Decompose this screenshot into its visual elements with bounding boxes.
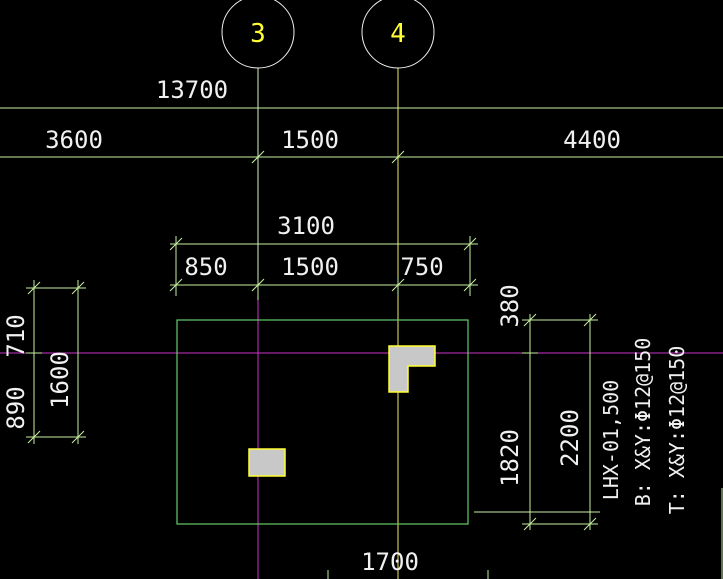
grid-bubble-3[interactable]: 3: [221, 0, 295, 69]
dim-right-380: 380: [496, 284, 524, 327]
dim-top-4400: 4400: [563, 126, 621, 154]
dim-footing-total: 3100: [277, 212, 335, 240]
column-square[interactable]: [248, 448, 286, 477]
dim-footing-1500: 1500: [281, 253, 339, 281]
dim-footing-lines: [169, 236, 478, 296]
dim-right-lines: [474, 313, 723, 579]
dim-ticks-top-row: [251, 150, 405, 164]
dim-footing-850: 850: [184, 253, 227, 281]
footing-bottom-rebar-label: B: X&Y:Φ12@150: [631, 338, 655, 507]
dim-left-lines: [26, 280, 86, 444]
footing-name-label: LHX-01,500: [599, 380, 623, 500]
dim-overall-top: 13700: [156, 76, 228, 104]
grid-bubble-4[interactable]: 4: [361, 0, 435, 69]
dim-top-3600: 3600: [45, 126, 103, 154]
column-l-shape[interactable]: [388, 345, 436, 393]
dim-left-1600: 1600: [46, 351, 74, 409]
dim-top-1500: 1500: [281, 126, 339, 154]
dim-left-710: 710: [2, 314, 30, 357]
dim-bottom-ticks: [327, 570, 489, 579]
footing-outline[interactable]: [176, 319, 469, 525]
dim-bottom-1700: 1700: [361, 548, 419, 576]
grid-bubble-label: 4: [390, 19, 406, 49]
grid-bubble-label: 3: [250, 19, 266, 49]
dim-right-1820: 1820: [496, 429, 524, 487]
footing-top-rebar-label: T: X&Y:Φ12@150: [665, 346, 689, 515]
dim-right-2200: 2200: [556, 409, 584, 467]
dim-left-890: 890: [2, 386, 30, 429]
dim-footing-750: 750: [400, 253, 443, 281]
